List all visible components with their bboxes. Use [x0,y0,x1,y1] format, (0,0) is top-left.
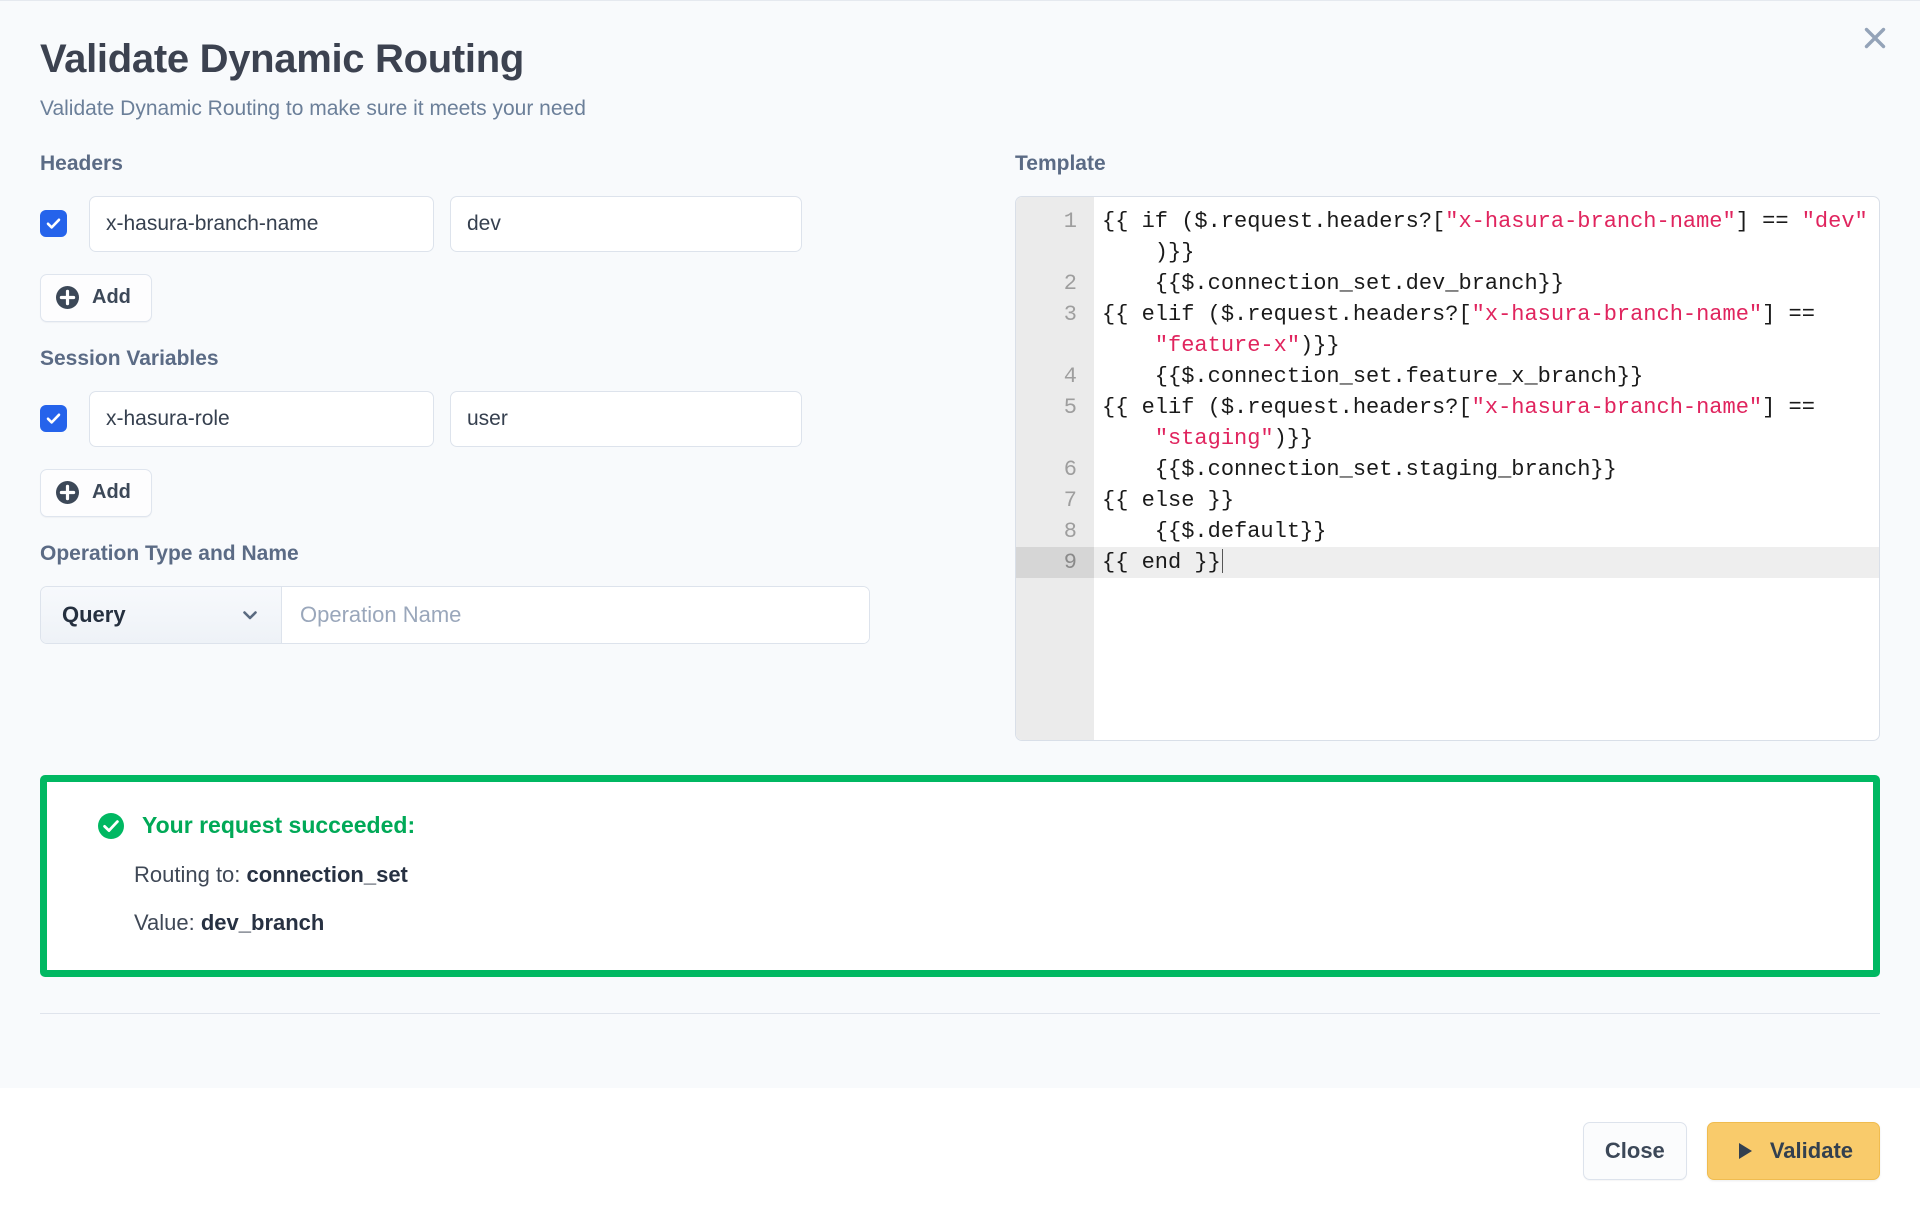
operation-name-input[interactable] [282,586,869,643]
result-routing-line: Routing to: connection_set [47,862,1873,888]
validation-result-banner: Your request succeeded: Routing to: conn… [40,774,1880,977]
editor-code-line-wrapped: )}} [1102,239,1195,265]
close-dialog-button[interactable] [1852,15,1898,61]
editor-code-line: {{ else }} [1102,487,1235,513]
result-value-line: Value: dev_branch [47,910,1873,936]
editor-line-number: 4 [1063,363,1077,389]
close-icon [1862,25,1888,51]
editor-code-line: {{ if ($.request.headers?["x-hasura-bran… [1102,208,1868,234]
header-key-input[interactable] [89,195,434,252]
close-button[interactable]: Close [1582,1122,1687,1180]
footer-divider [40,1012,1880,1014]
result-routing-value: connection_set [246,861,408,887]
check-icon [45,410,62,427]
operation-row: Query [40,585,870,644]
editor-code-line-wrapped: "feature-x")}} [1154,332,1340,358]
dialog-header: Validate Dynamic Routing Validate Dynami… [0,1,1920,121]
result-header: Your request succeeded: [47,812,1873,840]
result-value-prefix: Value: [134,909,201,935]
headers-section-label: Headers [40,151,123,175]
check-circle-icon [97,812,125,840]
editor-line-number: 8 [1063,518,1077,544]
page-subtitle: Validate Dynamic Routing to make sure it… [40,96,586,120]
operation-type-select[interactable]: Query [41,586,282,643]
editor-line-number: 6 [1063,456,1077,482]
header-value-input[interactable] [450,195,802,252]
add-header-label: Add [92,286,131,309]
play-icon [1734,1140,1756,1162]
add-session-variable-button[interactable]: Add [40,468,152,517]
editor-code-line: {{ end }} [1094,546,1879,578]
editor-line-number: 3 [1063,301,1077,327]
result-value-value: dev_branch [200,909,325,935]
dialog-footer: Close Validate [0,1088,1920,1214]
chevron-down-icon [239,604,261,626]
header-row [40,195,980,252]
editor-line-number: 1 [1063,208,1077,234]
editor-line-number: 7 [1063,487,1077,513]
editor-code-line: {{$.connection_set.dev_branch}} [1102,270,1565,296]
editor-code-line: {{$.connection_set.feature_x_branch}} [1102,363,1644,389]
header-enabled-checkbox[interactable] [40,210,67,238]
result-routing-prefix: Routing to: [134,861,247,887]
page-title: Validate Dynamic Routing [40,37,525,81]
editor-line-number: 5 [1063,394,1077,420]
add-session-variable-label: Add [92,481,131,504]
editor-code-line-wrapped: "staging")}} [1154,425,1314,451]
template-section-label: Template [1015,151,1106,175]
add-header-button[interactable]: Add [40,273,152,322]
editor-code-line: {{ elif ($.request.headers?["x-hasura-br… [1102,394,1829,420]
editor-code-line: {{$.connection_set.staging_branch}} [1102,456,1617,482]
session-variable-value-input[interactable] [450,390,802,447]
check-icon [45,215,62,232]
operation-type-value: Query [62,601,126,627]
plus-circle-icon [55,480,80,505]
editor-code-line: {{ elif ($.request.headers?["x-hasura-br… [1102,301,1829,327]
session-variable-enabled-checkbox[interactable] [40,405,67,433]
session-variable-key-input[interactable] [89,390,434,447]
editor-code-content[interactable]: {{ if ($.request.headers?["x-hasura-bran… [1094,197,1879,740]
editor-line-number: 2 [1063,270,1077,296]
validate-label: Validate [1769,1138,1853,1163]
form-column: Headers [40,153,980,741]
session-variable-row [40,390,980,447]
plus-circle-icon [55,285,80,310]
operation-section-label: Operation Type and Name [40,541,299,565]
session-variables-section-label: Session Variables [40,346,219,370]
validate-button[interactable]: Validate [1706,1122,1880,1180]
form-and-template-columns: Headers [40,121,1880,741]
result-title: Your request succeeded: [142,812,416,839]
editor-line-number: 9 [1016,546,1094,578]
dialog-body: Headers [0,121,1920,1088]
editor-code-line: {{$.default}} [1102,518,1327,544]
